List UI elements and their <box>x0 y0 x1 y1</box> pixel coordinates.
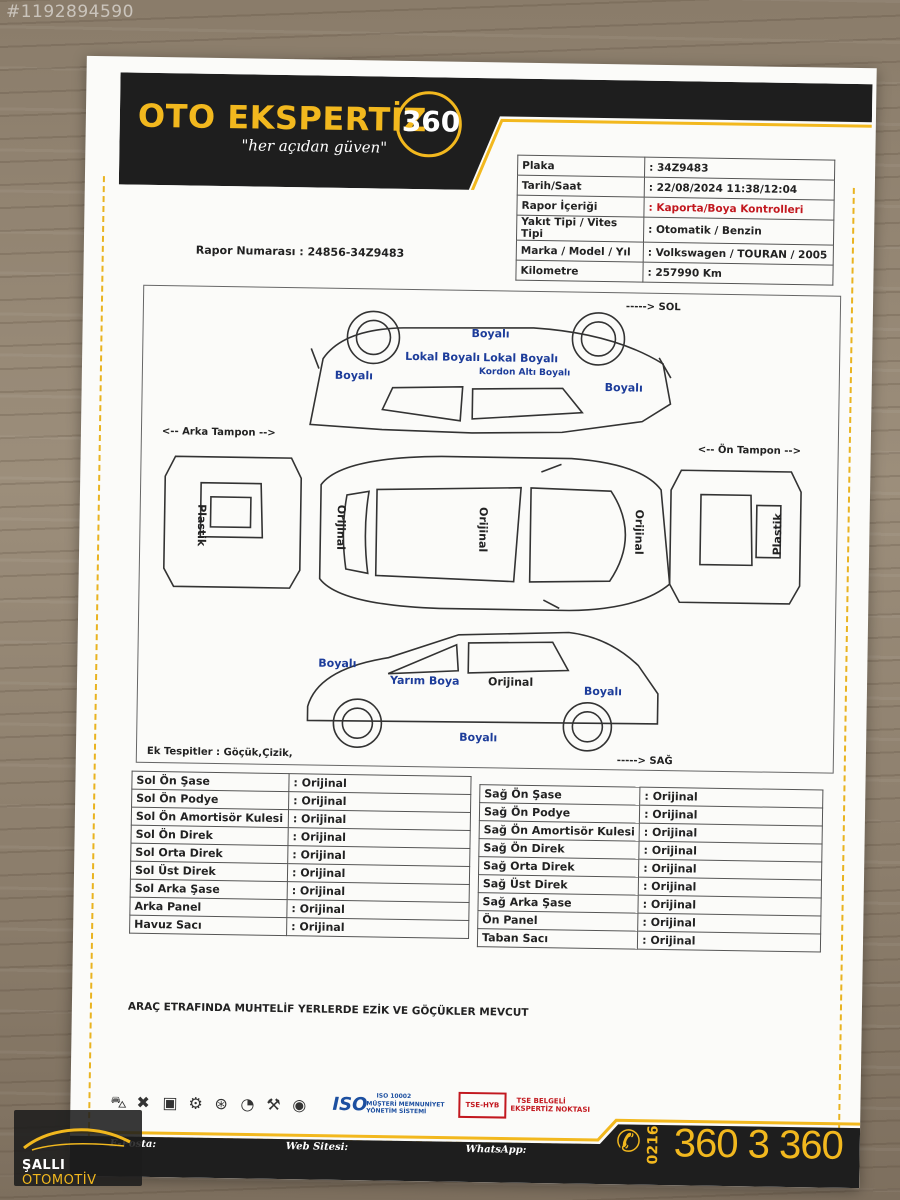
left-part-row-value: : Orijinal <box>286 917 469 939</box>
tse-logo: TSE-HYB <box>458 1091 507 1119</box>
photo-id-watermark: #1192894590 <box>6 2 134 22</box>
left-sill-status: Kordon Altı Boyalı <box>478 367 571 379</box>
right-front-door-status: Orijinal <box>487 675 534 689</box>
iso-desc-2: YÖNETİM SİSTEMİ <box>366 1107 427 1116</box>
front-bumper-label: <-- Ön Tampon --> <box>697 444 802 458</box>
right-part-row-value: : Orijinal <box>637 931 821 952</box>
info-row-label: Marka / Model / Yıl <box>516 240 644 263</box>
brake-icon: ◉ <box>292 1095 307 1115</box>
info-row-label: Kilometre <box>515 260 644 283</box>
phone-prefix: 0216 <box>644 1125 662 1165</box>
right-part-row-label: Taban Sacı <box>477 928 638 950</box>
right-front-fender-status: Boyalı <box>583 684 623 699</box>
info-row-label: Plaka <box>517 155 645 178</box>
phone-number: 360 3 360 <box>673 1121 844 1168</box>
top-hood-status: Orijinal <box>632 509 646 555</box>
front-bumper-status: Plastik <box>770 513 785 556</box>
info-row-label: Yakıt Tipi / Vites Tipi <box>516 215 644 243</box>
wrench-icon: ⚒ <box>266 1094 281 1115</box>
right-rear-door-status: Yarım Boya <box>389 673 460 688</box>
gauge-icon: ◔ <box>240 1094 255 1114</box>
iso-logo: ISO <box>332 1093 368 1116</box>
rear-bumper-label: <-- Arka Tampon --> <box>161 426 276 439</box>
left-front-door-status: Lokal Boyalı <box>483 351 559 366</box>
search-car-icon: ⊛ <box>214 1093 228 1114</box>
rear-bumper-status: Plastik <box>194 504 209 547</box>
dealer-name: ŞALLI OTOMOTİV <box>22 1158 97 1188</box>
left-rear-door-status: Lokal Boyalı <box>405 349 481 365</box>
brand-slogan: "her açıdan güven" <box>241 136 388 157</box>
battery-icon: ▣ <box>162 1093 178 1113</box>
left-roof-status: Boyalı <box>471 326 510 341</box>
info-row: Kilometre: 257990 Km <box>515 260 834 286</box>
info-row-value: : Otomatik / Benzin <box>643 217 834 246</box>
right-rear-fender-status: Boyalı <box>318 656 357 671</box>
damage-diagram: -----> SOL -----> SAĞ <-- Arka Tampon --… <box>135 284 842 774</box>
info-row-label: Tarih/Saat <box>517 175 645 198</box>
left-front-fender-status: Boyalı <box>604 381 643 395</box>
brand-title: OTO EKSPERTİZ <box>137 96 428 140</box>
top-trunk-status: Orijinal <box>334 504 348 551</box>
additional-findings: Ek Tespitler : Göçük,Çizik, <box>146 745 293 760</box>
info-row-value: : 257990 Km <box>642 262 834 286</box>
direction-sag: -----> SAĞ <box>616 755 673 768</box>
car-outline-drawings <box>163 310 802 752</box>
info-row-label: Rapor İçeriği <box>516 195 645 218</box>
iso-number: ISO 10002 <box>376 1092 412 1101</box>
website-label: Web Sitesi: <box>285 1141 349 1154</box>
tse-desc-2: EKSPERTİZ NOKTASI <box>510 1104 591 1114</box>
gear-icon: ⚙ <box>188 1093 203 1113</box>
footer-band <box>69 1118 861 1189</box>
phone-icon: ✆ <box>615 1124 642 1160</box>
direction-sol: -----> SOL <box>625 301 681 314</box>
dealer-watermark: ŞALLI OTOMOTİV <box>14 1110 142 1188</box>
car-logo-icon <box>23 1128 131 1151</box>
whatsapp-label: WhatsApp: <box>465 1143 527 1156</box>
left-rear-fender-status: Boyalı <box>334 368 374 383</box>
top-roof-status: Orijinal <box>476 506 490 553</box>
brand-360: 360 <box>401 104 461 139</box>
expertise-report-sheet: OTO EKSPERTİZ "her açıdan güven" 360 Pla… <box>69 55 877 1189</box>
left-part-row-label: Havuz Sacı <box>129 915 287 936</box>
right-sill-status: Boyalı <box>459 730 498 745</box>
